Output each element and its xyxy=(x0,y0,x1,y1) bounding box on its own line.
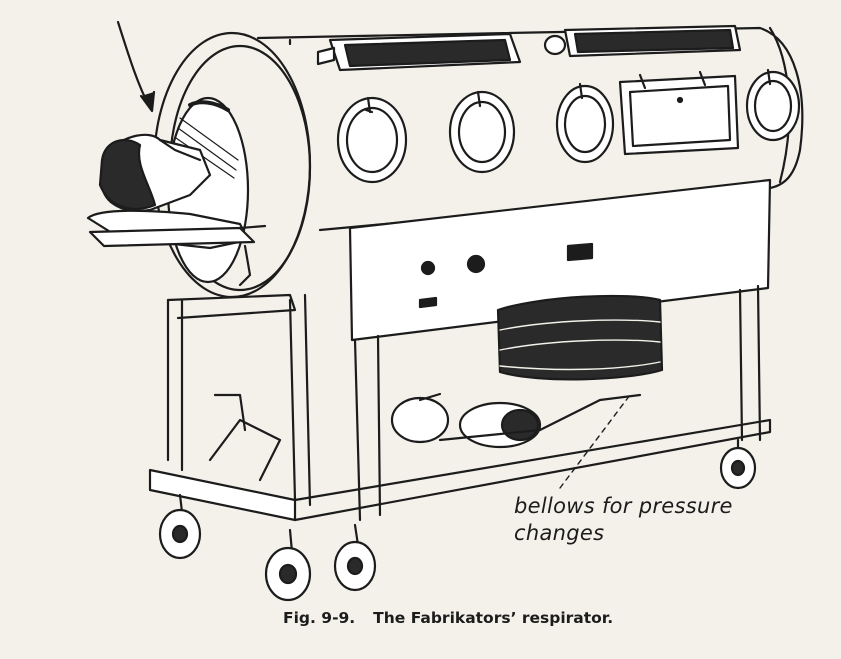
bellows-annotation: bellows for pressure changes xyxy=(514,493,733,547)
porthole-2 xyxy=(448,90,516,174)
figure-caption-text: The Fabrikators’ respirator. xyxy=(373,609,614,627)
top-windows xyxy=(316,24,742,72)
access-hatch xyxy=(618,70,740,156)
motor-assembly xyxy=(390,392,642,449)
annotation-line-2: changes xyxy=(514,521,605,545)
annotation-leader-line xyxy=(559,394,631,489)
annotation-line-1: bellows for pressure xyxy=(514,494,733,518)
caster-rear-right xyxy=(719,438,757,490)
patient-head xyxy=(98,133,212,213)
caster-front-right xyxy=(333,523,377,592)
caster-front-mid xyxy=(264,528,312,602)
figure-number: Fig. 9-9. xyxy=(283,609,356,627)
caster-front-left xyxy=(158,493,202,560)
porthole-3 xyxy=(555,82,615,164)
pointer-arrow xyxy=(116,20,156,113)
support-frame xyxy=(148,284,772,522)
bellows xyxy=(496,294,664,381)
porthole-1 xyxy=(336,96,408,184)
figure-caption: Fig. 9-9. The Fabrikators’ respirator. xyxy=(283,609,683,627)
head-tray xyxy=(86,209,267,287)
porthole-4 xyxy=(745,68,801,142)
control-panel xyxy=(348,178,772,342)
